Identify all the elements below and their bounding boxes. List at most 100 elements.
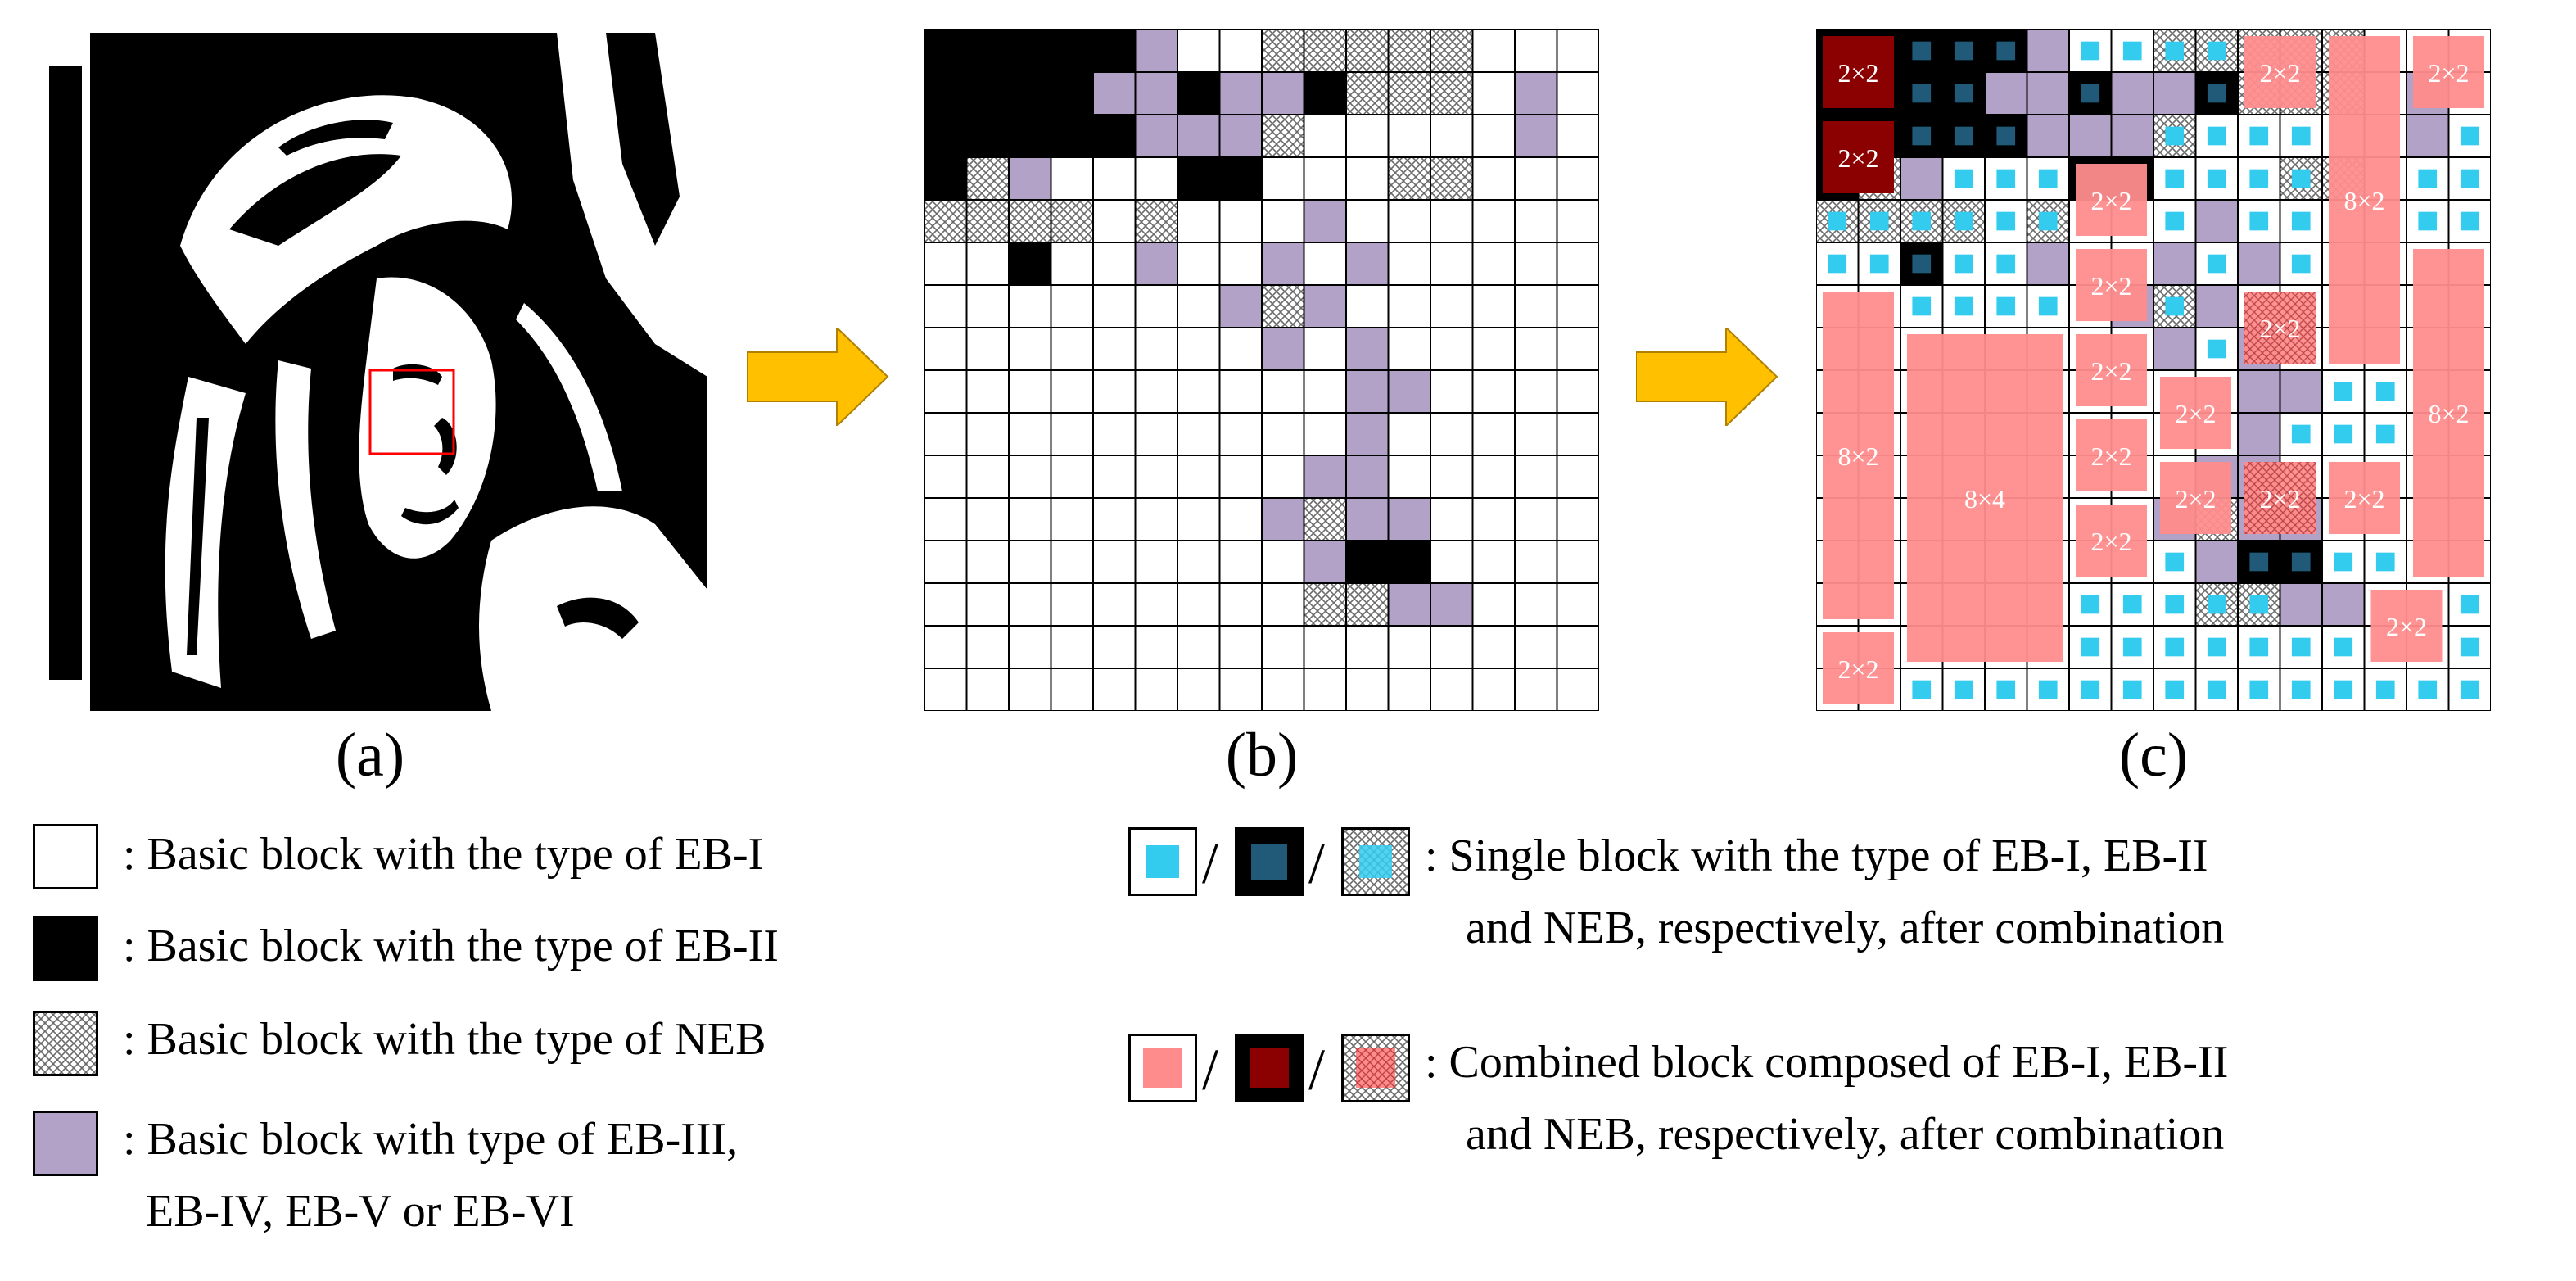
grid-b-cell [924,369,968,414]
single-block-marker [2460,637,2479,657]
single-block-marker [2165,595,2185,614]
combined-block [2160,462,2231,534]
single-block-marker [2081,84,2100,103]
grid-b-cell [1556,71,1599,115]
grid-b-cell [1177,114,1221,158]
grid-b-cell [1471,71,1516,115]
grid-b-cell [1050,29,1094,73]
grid-b-cell [1050,369,1094,414]
grid-b-cell [924,71,968,115]
grid-b-cell [1471,242,1516,286]
single-block-marker [2334,552,2353,572]
grid-b-cell [1556,497,1599,541]
grid-b-cell [1177,455,1221,499]
grid-b-cell [1303,369,1347,414]
single-block-marker [2165,211,2185,231]
grid-b-cell [924,199,968,243]
single-block-marker [2291,254,2311,274]
grid-b-cell [1134,156,1178,201]
legend-combined-eb1-swatch [1128,1034,1197,1102]
single-block-marker [2249,680,2269,699]
grid-b-cell [1177,71,1221,115]
grid-b-cell [1134,369,1178,414]
single-block-marker [2207,339,2226,359]
grid-b-cell [1261,284,1305,328]
single-block-marker [1954,296,1973,316]
combined-block-label: 2×2 [1837,143,1878,173]
grid-b-cell [1471,114,1516,158]
panel-a-image [33,33,707,711]
grid-b-cell [1050,412,1094,456]
combined-block [2076,164,2147,236]
combined-block [2076,419,2147,491]
single-block-marker [1954,41,1973,61]
arrow-b-to-c [1636,328,1778,426]
single-block-marker [1954,126,1973,146]
grid-b-cell [1134,71,1178,115]
grid-b-cell [1261,369,1305,414]
legend-other-swatch [33,1111,98,1176]
single-block-marker [2291,637,2311,657]
single-block-marker [2165,126,2185,146]
grid-b-cell [1345,29,1390,73]
grid-b-cell [1303,29,1347,73]
grid-b-cell [1430,369,1474,414]
grid-b-cell [1345,71,1390,115]
grid-b-cell [1387,29,1431,73]
grid-b-cell [1261,29,1305,73]
grid-b-cell [1008,455,1052,499]
grid-b-cell [1556,199,1599,243]
grid-b-cell [1387,71,1431,115]
grid-b-cell [1008,29,1052,73]
grid-b-cell [1134,242,1178,286]
grid-b-cell [1514,582,1558,627]
grid-b-cell [1556,540,1599,584]
grid-b-cell [1345,242,1390,286]
grid-b-cell [1303,625,1347,669]
grid-b-cell [1218,455,1263,499]
grid-b-cell [1556,369,1599,414]
grid-b-cell [1050,199,1094,243]
combined-block-label: 2×2 [2259,58,2300,88]
grid-b-cell [1303,455,1347,499]
combined-block-label: 2×2 [2343,484,2384,514]
combined-block [2244,292,2316,364]
grid-b-cell [1092,29,1137,73]
grid-b-cell [1134,114,1178,158]
legend-other-text-1: : Basic block with type of EB-III, [123,1114,739,1165]
grid-b-cell [1345,497,1390,541]
single-block-marker [1912,211,1932,231]
grid-b-cell [1092,114,1137,158]
single-block-marker [2207,126,2226,146]
grid-b-cell [1092,284,1137,328]
grid-b-cell [965,199,1010,243]
legend-single-text-1: : Single block with the type of EB-I, EB… [1425,831,2208,881]
grid-b-cell [1134,455,1178,499]
single-block-marker [2207,637,2226,657]
grid-b-cell [1430,668,1474,711]
grid-b-cell [1261,497,1305,541]
grid-b-cell [1177,412,1221,456]
combined-block [1907,334,2063,662]
grid-b-cell [1514,71,1558,115]
legend-eb2-text: : Basic block with the type of EB-II [123,921,779,971]
grid-b-cell [1218,625,1263,669]
single-block-marker [2207,84,2226,103]
grid-b-cell [1218,156,1263,201]
grid-c-cell [2153,242,2197,286]
grid-b-cell [1303,199,1347,243]
grid-b-cell [1177,156,1221,201]
grid-b-cell [1556,156,1599,201]
combined-block-label: 2×2 [2259,314,2300,343]
grid-c-cell [2026,242,2070,286]
grid-b-cell [1218,71,1263,115]
combined-block-label: 2×2 [2090,527,2131,556]
grid-b-cell [1218,582,1263,627]
grid-b-cell [1092,540,1137,584]
grid-b-cell [1303,284,1347,328]
combined-block [2160,377,2231,449]
combined-block-label: 8×2 [2343,186,2384,215]
panel-c-combined-grid: 2×22×22×22×22×28×28×28×28×42×22×22×22×22… [1816,29,2491,711]
grid-b-cell [1471,284,1516,328]
grid-b-cell [1387,455,1431,499]
